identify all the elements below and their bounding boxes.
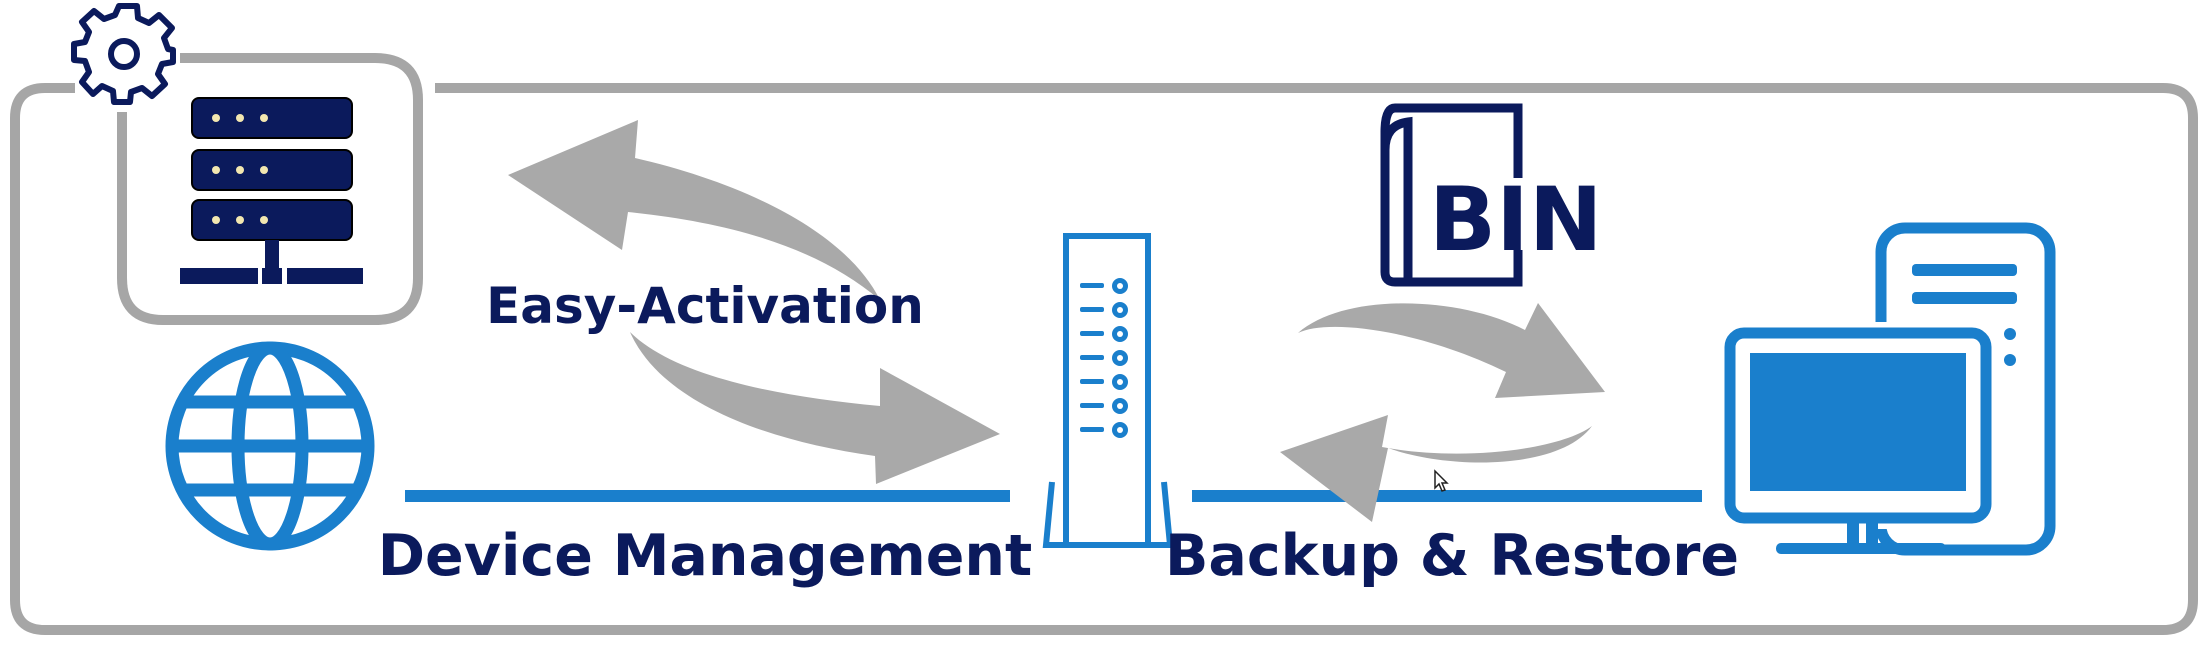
bin-file-label: BIN (1429, 168, 1602, 271)
outer-frame (10, 83, 2198, 635)
gear-icon (71, 3, 176, 105)
backup-restore-label: Backup & Restore (1165, 523, 1739, 589)
desktop-computer-icon (1719, 222, 2056, 556)
backup-arrow (1298, 303, 1605, 398)
bin-file-icon: BIN (1380, 103, 1602, 287)
device-management-line (405, 490, 1010, 502)
router-device-icon (1042, 233, 1174, 548)
globe-icon (165, 341, 375, 551)
backup-restore-line (1192, 490, 1702, 502)
server-rack-icon (180, 97, 363, 284)
device-management-label: Device Management (378, 523, 1033, 589)
easy-activation-arrow-down (630, 332, 1000, 484)
restore-arrow (1280, 415, 1592, 522)
easy-activation-label: Easy-Activation (486, 277, 924, 335)
easy-activation-arrow-up (508, 120, 880, 300)
server-box-frame (117, 53, 423, 325)
mouse-cursor-icon (1434, 469, 1449, 492)
